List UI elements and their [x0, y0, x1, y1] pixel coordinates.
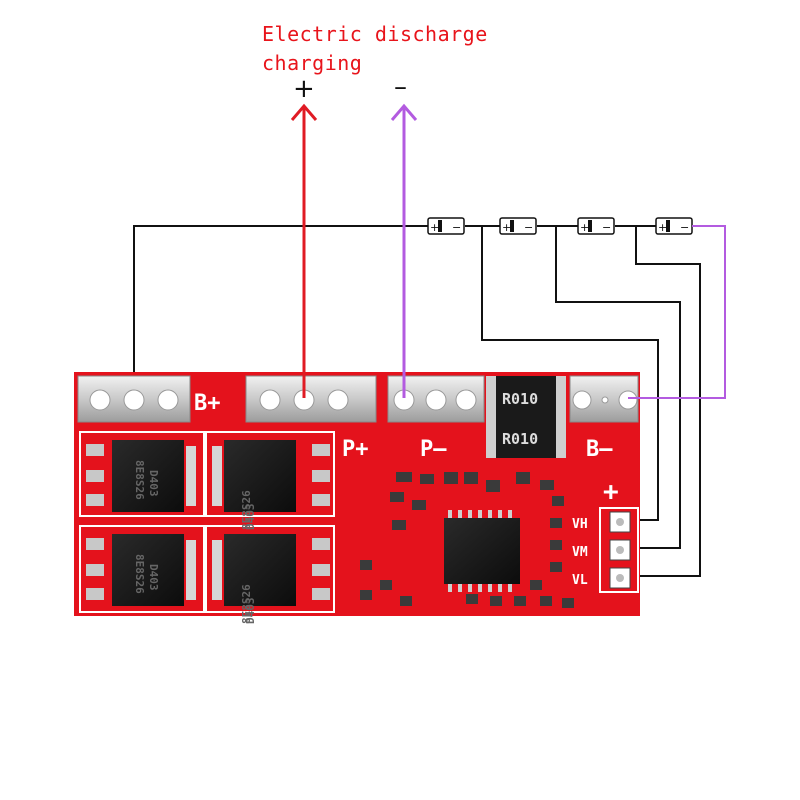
minus-terminal-symbol: – — [394, 72, 407, 102]
svg-text:D403: D403 — [244, 504, 257, 531]
shunt-resistor-2: R010 — [486, 418, 566, 458]
battery-cell-4: + − — [655, 217, 693, 235]
connector-vm-label: VM — [572, 545, 588, 560]
svg-text:D403: D403 — [147, 564, 160, 591]
svg-text:R010: R010 — [502, 430, 538, 448]
plus-terminal-symbol: + — [293, 74, 315, 104]
svg-text:D403: D403 — [147, 470, 160, 497]
battery-cells: + − + − + − + − — [427, 217, 693, 235]
svg-text:−: − — [524, 221, 533, 234]
svg-text:8E8S26: 8E8S26 — [240, 490, 253, 530]
svg-text:−: − — [452, 221, 461, 234]
vm-wire — [555, 226, 681, 549]
vh-wire — [481, 226, 659, 521]
svg-text:+: + — [580, 221, 589, 234]
svg-text:−: − — [680, 221, 689, 234]
connector-plus-label: + — [603, 477, 619, 507]
control-ic — [444, 510, 520, 592]
label-p-plus: P+ — [342, 437, 369, 462]
battery-cell-3: + − — [577, 217, 615, 235]
negative-output-wire — [390, 103, 418, 398]
label-b-plus: B+ — [194, 391, 221, 416]
balance-connector: + VH VM VL — [572, 477, 639, 593]
b-plus-wire — [133, 225, 430, 390]
vl-wire — [620, 226, 701, 577]
svg-text:+: + — [502, 221, 511, 234]
connector-vl-label: VL — [572, 573, 588, 588]
shunt-resistor-1: R010 — [486, 376, 566, 418]
battery-cell-1: + − — [427, 217, 465, 235]
svg-text:8E8S26: 8E8S26 — [133, 554, 146, 594]
svg-text:8E8S26: 8E8S26 — [240, 584, 253, 624]
title-line-2: charging — [262, 51, 363, 75]
svg-text:−: − — [602, 221, 611, 234]
svg-text:D403: D403 — [244, 598, 257, 625]
svg-text:R010: R010 — [502, 390, 538, 408]
smd-components — [360, 472, 574, 608]
label-p-minus: P– — [420, 437, 447, 462]
connector-vh-label: VH — [572, 517, 588, 532]
balance-wires — [133, 225, 701, 577]
mosfet-4: D403 8E8S26 — [212, 534, 330, 624]
battery-cell-2: + − — [499, 217, 537, 235]
b-minus-wire — [628, 225, 726, 399]
svg-text:+: + — [658, 221, 667, 234]
svg-text:+: + — [430, 221, 439, 234]
mosfet-3: D403 8E8S26 — [86, 534, 196, 606]
title-line-1: Electric discharge — [262, 22, 488, 46]
mosfet-silkscreen — [79, 431, 335, 613]
mosfet-1: D403 8E8S26 — [86, 440, 196, 512]
pcb-board: B+ P+ P– B– D403 8E8S26 D403 8E8S26 — [74, 372, 640, 624]
label-b-minus: B– — [586, 437, 613, 462]
svg-text:8E8S26: 8E8S26 — [133, 460, 146, 500]
mosfet-2: D403 8E8S26 — [212, 440, 330, 530]
positive-output-wire — [290, 103, 318, 398]
